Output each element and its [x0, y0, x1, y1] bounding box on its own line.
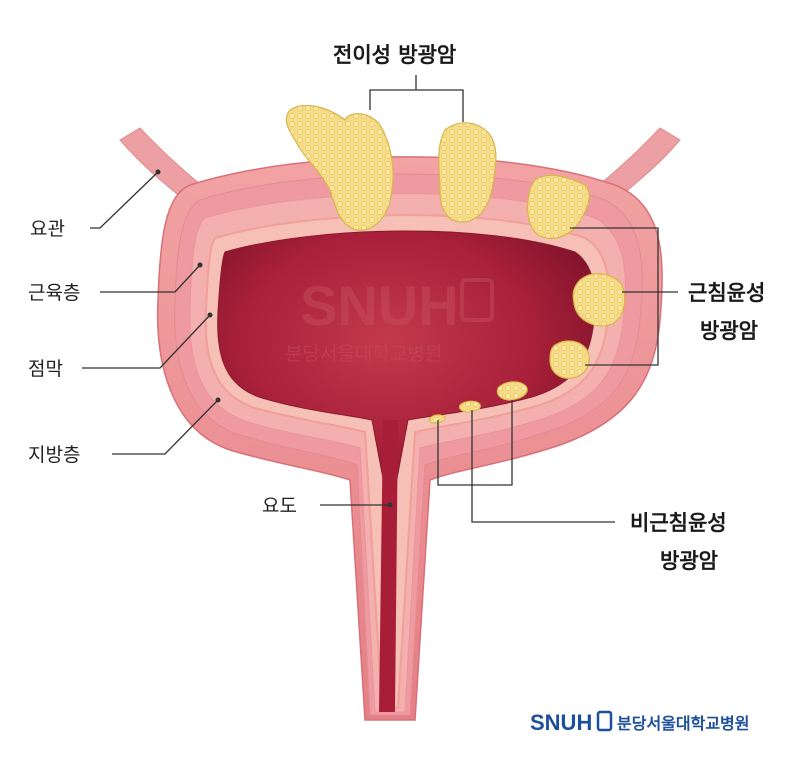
watermark-brand: SNUH [300, 274, 459, 337]
leader-muscle-layer [100, 262, 203, 293]
label-non-muscle-invasive-line1: 비근침윤성 [630, 511, 727, 535]
watermark-hospital: 분당서울대학교병원 [285, 343, 442, 365]
label-muscle-layer: 근육층 [28, 282, 80, 304]
label-fat-layer: 지방층 [28, 444, 80, 466]
label-mucosa: 점막 [28, 358, 63, 380]
metastatic-tumor-1 [285, 105, 394, 231]
leader-urethra [320, 502, 393, 508]
bracket-muscle-invasive [570, 227, 678, 366]
leader-ureter [90, 169, 161, 229]
label-muscle-invasive-line2: 방광암 [700, 319, 758, 343]
muscle-invasive-tumor-3 [549, 340, 590, 379]
label-muscle-invasive-line1: 근침윤성 [688, 281, 765, 305]
bracket-non-muscle-invasive [437, 400, 615, 523]
leader-fat-layer [112, 397, 221, 455]
non-invasive-tumor-3 [428, 414, 446, 424]
non-invasive-tumor-1 [496, 381, 528, 401]
logo-emblem-icon [596, 710, 613, 732]
label-urethra: 요도 [262, 495, 297, 517]
urethra-canal [379, 420, 398, 712]
watermark-emblem [460, 278, 494, 322]
label-non-muscle-invasive-line2: 방광암 [660, 549, 718, 573]
metastatic-tumor-2 [438, 122, 497, 223]
label-metastatic: 전이성 방광암 [333, 43, 456, 67]
snuh-logo: SNUH 분당서울대학교병원 [530, 710, 749, 735]
label-ureter: 요관 [30, 218, 65, 240]
bracket-metastatic [369, 75, 464, 122]
bladder-lumen [217, 230, 596, 506]
non-invasive-tumor-2 [459, 400, 481, 413]
logo-hospital: 분당서울대학교병원 [617, 714, 749, 733]
muscle-invasive-tumor-2 [572, 273, 626, 327]
leader-mucosa [82, 312, 213, 369]
logo-brand: SNUH [530, 710, 592, 735]
